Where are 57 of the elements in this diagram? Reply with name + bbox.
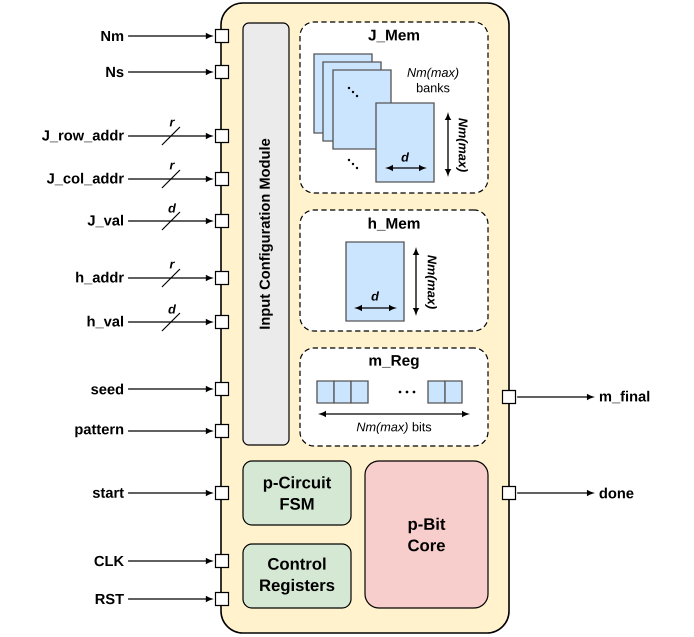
port-square: [214, 314, 230, 330]
port-square: [214, 172, 230, 186]
edge-label: r: [170, 262, 175, 268]
arrow: [517, 490, 594, 496]
signal-label: m_final: [600, 390, 650, 404]
port-square: [502, 486, 516, 500]
dimension-label: Nm(max): [425, 255, 437, 309]
signal-label: h_addr: [76, 272, 124, 284]
module-box: p-Circuit FSM: [242, 460, 352, 526]
annotation: Nm(max) banks: [407, 68, 458, 92]
port-square: [214, 592, 230, 606]
signal-label: CLK: [94, 556, 124, 566]
edge-label: d: [168, 203, 176, 213]
signal-label: pattern: [75, 424, 124, 438]
port-square: [214, 554, 230, 568]
annotation: Nm(max) bits: [356, 422, 432, 434]
edge-label: d: [168, 304, 176, 314]
signal-label: J_val: [88, 214, 124, 228]
signal-label: J_row_addr: [42, 130, 124, 142]
arrow: [128, 558, 212, 564]
signal-label: done: [600, 488, 634, 498]
signal-label: J_col_addr: [46, 172, 124, 186]
port-square: [214, 214, 230, 228]
arrow: [128, 69, 212, 75]
arrow: [128, 275, 212, 281]
arrow: [128, 386, 212, 392]
signal-label: seed: [91, 384, 124, 394]
dimension-label: Nm(max): [456, 118, 468, 172]
port-square: [214, 128, 230, 144]
arrow: [128, 218, 212, 224]
arrow: [128, 133, 212, 139]
signal-label: h_val: [88, 316, 124, 328]
port-square: [214, 64, 230, 80]
dimension-label: d: [402, 152, 410, 162]
port-square: [502, 390, 516, 404]
signal-label: RST: [96, 594, 124, 604]
port-square: [214, 270, 230, 286]
arrow: [128, 428, 212, 434]
arrow: [128, 33, 212, 39]
signal-label: Ns: [106, 66, 124, 78]
arrow: [517, 394, 594, 400]
port-square: [214, 486, 230, 500]
port-square: [214, 28, 230, 44]
signal-label: start: [92, 488, 124, 498]
module-box: Control Registers: [242, 543, 352, 609]
core-box: p-Bit Core: [364, 460, 489, 609]
edge-label: r: [170, 162, 175, 170]
arrow: [128, 319, 212, 325]
port-square: [214, 424, 230, 438]
port-square: [214, 382, 230, 396]
arrow: [128, 176, 212, 182]
arrow: [128, 596, 212, 602]
module-box: Input Configuration Module: [242, 22, 290, 446]
dimension-label: d: [372, 291, 380, 301]
signal-label: Nm: [101, 30, 124, 42]
arrow: [128, 490, 212, 496]
edge-label: r: [170, 120, 175, 126]
